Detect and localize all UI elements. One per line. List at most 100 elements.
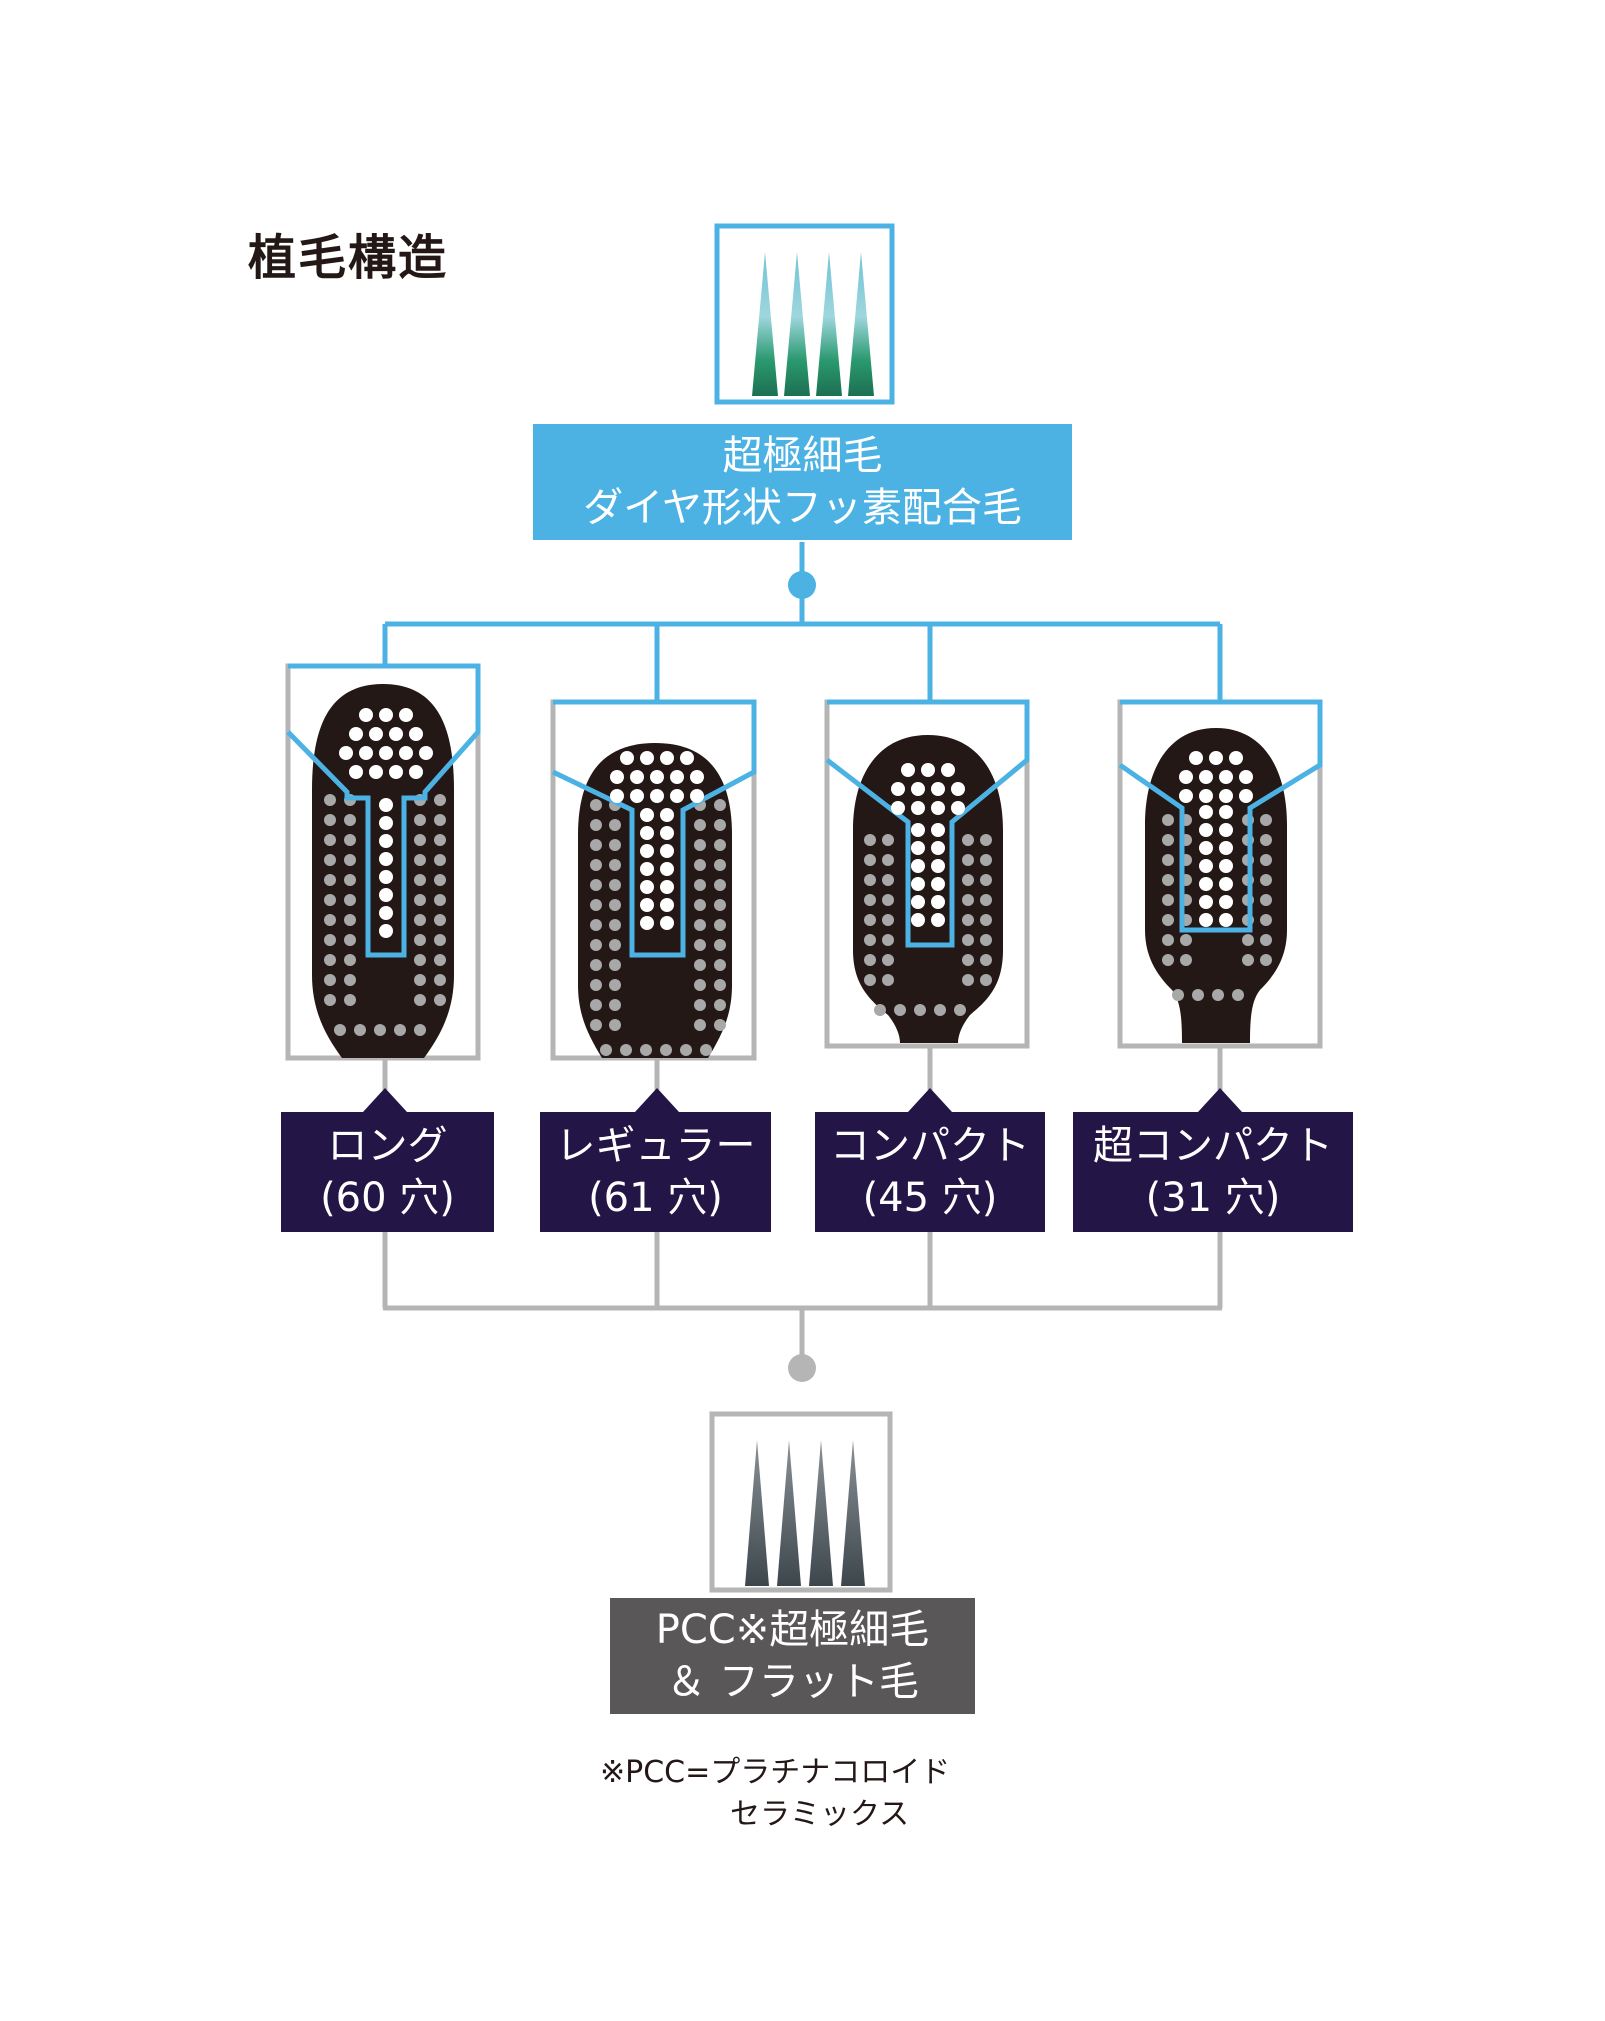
gray-bristle-dot	[700, 1044, 712, 1056]
gray-bristle-dot	[914, 1004, 926, 1016]
gray-bristle-dot	[324, 914, 336, 926]
bristle-tuft-icon	[784, 252, 810, 396]
white-bristle-dot	[931, 859, 945, 873]
gray-bristle-dot	[980, 934, 992, 946]
white-bristle-dot	[1219, 913, 1233, 927]
white-bristle-dot	[409, 765, 423, 779]
top-junction-dot	[788, 571, 816, 599]
variant-name: コンパクト	[830, 1123, 1030, 1169]
variant-holes: (60 穴)	[320, 1175, 455, 1221]
white-bristle-dot	[640, 808, 654, 822]
gray-bristle-dot	[1260, 854, 1272, 866]
gray-bristle-dot	[609, 899, 621, 911]
white-bristle-dot	[690, 770, 704, 784]
white-bristle-dot	[379, 798, 393, 812]
white-bristle-dot	[389, 727, 403, 741]
gray-bristle-dot	[590, 959, 602, 971]
gray-bristle-dot	[590, 939, 602, 951]
white-bristle-dot	[1199, 841, 1213, 855]
variant-label-long: ロング (60 穴)	[281, 1112, 494, 1232]
blue-region-outline	[825, 699, 1030, 948]
gray-bristle-dot	[324, 934, 336, 946]
gray-bristle-dot	[1260, 934, 1272, 946]
white-bristle-dot	[610, 789, 624, 803]
variant-label-compact: コンパクト (45 穴)	[815, 1112, 1045, 1232]
gray-bristle-dot	[324, 894, 336, 906]
gray-bristle-dot	[324, 874, 336, 886]
white-bristle-dot	[1199, 859, 1213, 873]
white-bristle-dot	[640, 826, 654, 840]
white-bristle-dot	[1219, 823, 1233, 837]
gray-bristle-dot	[962, 874, 974, 886]
page-title: 植毛構造	[248, 230, 449, 286]
blue-region-outline	[551, 699, 757, 958]
variant-pointer	[1198, 1088, 1242, 1112]
gray-bristle-dot	[344, 834, 356, 846]
gray-bristle-dot	[344, 874, 356, 886]
white-bristle-dot	[1239, 789, 1253, 803]
gray-bristle-dot	[680, 1044, 692, 1056]
gray-bristle-dot	[344, 814, 356, 826]
white-bristle-dot	[660, 751, 674, 765]
gray-bristle-dot	[882, 894, 894, 906]
white-bristle-dot	[399, 708, 413, 722]
gray-bristle-dot	[414, 934, 426, 946]
gray-bristle-dot	[414, 954, 426, 966]
gray-bristle-dot	[694, 839, 706, 851]
gray-bristle-dot	[1260, 834, 1272, 846]
gray-bristle-dot	[882, 834, 894, 846]
white-bristle-dot	[1179, 789, 1193, 803]
gray-bristle-dot	[1242, 954, 1254, 966]
white-bristle-dot	[349, 765, 363, 779]
gray-bristle-dot	[882, 954, 894, 966]
gray-bristle-dot	[344, 854, 356, 866]
gray-bristle-dot	[590, 1019, 602, 1031]
brush-head-long	[285, 663, 481, 1112]
white-bristle-dot	[931, 823, 945, 837]
variant-pointer	[908, 1088, 952, 1112]
gray-bristle-dot	[1232, 989, 1244, 1001]
variant-holes: (31 穴)	[1145, 1175, 1281, 1221]
variant-name: レギュラー	[555, 1123, 756, 1169]
gray-bristle-dot	[590, 799, 602, 811]
gray-bristle-dot	[962, 894, 974, 906]
gray-bristle-dot	[882, 874, 894, 886]
gray-bristle-dot	[1260, 814, 1272, 826]
bristle-tuft-icon	[816, 252, 842, 396]
gray-bristle-dot	[694, 959, 706, 971]
gray-bristle-dot	[864, 874, 876, 886]
white-bristle-dot	[369, 727, 383, 741]
gray-bristle-dot	[344, 914, 356, 926]
white-bristle-dot	[640, 916, 654, 930]
white-bristle-dot	[931, 913, 945, 927]
gray-bristle-dot	[434, 834, 446, 846]
white-bristle-dot	[660, 898, 674, 912]
gray-bristle-dot	[609, 919, 621, 931]
gray-bristle-dot	[864, 934, 876, 946]
white-bristle-dot	[650, 789, 664, 803]
brush-head-compact	[824, 699, 1030, 1112]
variant-holes: (45 穴)	[862, 1175, 998, 1221]
gray-bristle-dot	[590, 859, 602, 871]
gray-bristle-dot	[894, 1004, 906, 1016]
white-bristle-dot	[640, 844, 654, 858]
white-bristle-dot	[901, 763, 915, 777]
gray-bristle-dot	[694, 859, 706, 871]
white-bristle-dot	[911, 877, 925, 891]
white-bristle-dot	[419, 746, 433, 760]
variant-name: 超コンパクト	[1093, 1123, 1333, 1169]
gray-bristle-dot	[1162, 954, 1174, 966]
white-bristle-dot	[670, 789, 684, 803]
white-bristle-dot	[1219, 895, 1233, 909]
white-bristle-dot	[951, 782, 965, 796]
white-bristle-dot	[911, 913, 925, 927]
gray-bristle-dot	[609, 819, 621, 831]
gray-bristle-dot	[864, 974, 876, 986]
gray-bristle-dot	[980, 974, 992, 986]
gray-bristle-dot	[590, 879, 602, 891]
gray-bristle-dot	[354, 1024, 366, 1036]
gray-bristle-dot	[694, 939, 706, 951]
white-bristle-dot	[399, 746, 413, 760]
gray-bristle-dot	[1212, 989, 1224, 1001]
gray-bristle-dot	[962, 854, 974, 866]
